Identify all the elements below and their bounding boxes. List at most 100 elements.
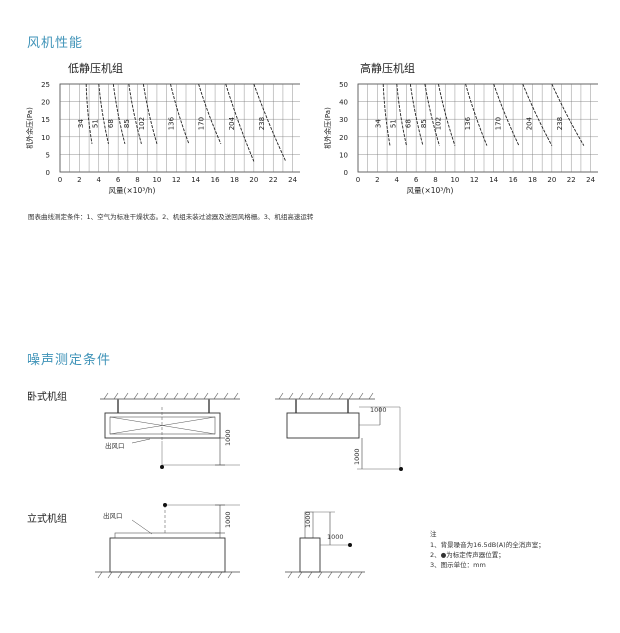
chart-test-conditions: 图表曲线测定条件：1、空气为标准干燥状态。2、机组未装过滤器及送回风格栅。3、机… <box>28 213 314 221</box>
series-curve <box>98 83 109 144</box>
vertical-dim-a: 1000 <box>224 511 232 528</box>
series-label: 34 <box>77 119 85 128</box>
note-item: 3、图示单位：mm <box>430 561 486 569</box>
vertical-unit-body <box>109 537 226 573</box>
series-label: 102 <box>138 117 146 130</box>
note-item: 1、背景噪音为16.5dB(A)的全消声室； <box>430 541 545 549</box>
x-tick-label: 6 <box>414 176 419 184</box>
series-label: 238 <box>258 117 266 130</box>
x-tick-label: 12 <box>470 176 479 184</box>
y-tick-label: 5 <box>46 151 50 159</box>
x-tick-label: 4 <box>97 176 102 184</box>
series-label: 170 <box>198 117 206 130</box>
series-label: 102 <box>435 117 443 130</box>
x-tick-label: 16 <box>211 176 220 184</box>
series-curve <box>465 83 488 146</box>
vertical-dim-b: 1000 <box>304 511 312 528</box>
y-axis-label: 机外余压(Pa) <box>323 107 332 149</box>
x-tick-label: 10 <box>152 176 161 184</box>
vertical-unit-diagram <box>95 503 365 579</box>
series-curve <box>438 83 456 146</box>
series-curve <box>522 83 553 146</box>
horizontal-unit-title: 卧式机组 <box>27 392 67 403</box>
series-curve <box>551 83 585 146</box>
series-curve <box>225 83 255 162</box>
x-axis-label: 风量(×10³/h) <box>407 186 454 195</box>
y-tick-label: 15 <box>41 116 50 124</box>
series-curve <box>396 83 407 146</box>
note-item: 2、●为标定传声器位置； <box>430 551 505 559</box>
horizontal-dim-b: 1000 <box>370 406 387 414</box>
hanger-rod <box>208 399 210 413</box>
series-label: 51 <box>92 119 100 128</box>
x-tick-label: 10 <box>450 176 459 184</box>
low-static-chart-title: 低静压机组 <box>68 62 123 75</box>
series-curve <box>142 83 158 144</box>
series-label: 238 <box>556 117 564 130</box>
series-label: 85 <box>123 119 131 128</box>
notes-head: 注 <box>430 530 437 538</box>
y-tick-label: 10 <box>339 151 348 159</box>
y-axis-label: 机外余压(Pa) <box>25 107 34 149</box>
series-label: 34 <box>375 119 383 128</box>
series-label: 68 <box>405 119 413 128</box>
horizontal-unit-diagram <box>100 392 403 471</box>
vertical-unit-top <box>114 532 221 539</box>
y-tick-label: 50 <box>339 81 348 89</box>
horizontal-unit-body <box>104 412 221 439</box>
series-label: 204 <box>525 116 533 130</box>
series-label: 136 <box>168 116 176 130</box>
x-tick-label: 22 <box>269 176 278 184</box>
vertical-unit-title: 立式机组 <box>27 514 67 525</box>
series-curve <box>409 83 424 146</box>
ceiling-hatch <box>103 392 239 400</box>
series-curve <box>493 83 520 146</box>
x-tick-label: 24 <box>288 176 297 184</box>
vertical-unit-side-body <box>299 537 321 573</box>
horizontal-outlet-label: 出风口 <box>105 442 125 450</box>
y-tick-label: 30 <box>339 116 348 124</box>
x-tick-label: 2 <box>375 176 379 184</box>
noise-test-title: 噪声测定条件 <box>27 353 112 368</box>
y-tick-label: 20 <box>339 134 348 142</box>
x-tick-label: 14 <box>191 176 200 184</box>
series-curve <box>382 83 391 146</box>
series-curve <box>112 83 126 144</box>
x-tick-label: 8 <box>433 176 437 184</box>
x-tick-label: 6 <box>116 176 121 184</box>
x-tick-label: 12 <box>172 176 181 184</box>
series-label: 170 <box>494 117 502 130</box>
series-curve <box>424 83 440 146</box>
x-tick-label: 18 <box>528 176 537 184</box>
series-label: 136 <box>464 116 472 130</box>
horizontal-unit-inner <box>109 416 216 435</box>
high-static-chart-title: 高静压机组 <box>360 62 415 75</box>
horizontal-dim-c: 1000 <box>353 448 361 465</box>
series-curve <box>85 83 93 144</box>
horizontal-unit-side-body <box>286 412 360 439</box>
x-tick-label: 20 <box>547 176 556 184</box>
x-axis-label: 风量(×10³/h) <box>109 186 156 195</box>
x-tick-label: 16 <box>509 176 518 184</box>
y-tick-label: 10 <box>41 134 50 142</box>
series-curve <box>170 83 190 144</box>
x-tick-label: 0 <box>356 176 360 184</box>
vertical-outlet-label: 出风口 <box>103 512 123 520</box>
x-tick-label: 20 <box>249 176 258 184</box>
series-label: 204 <box>228 116 236 130</box>
y-tick-label: 0 <box>46 169 50 177</box>
x-tick-label: 4 <box>395 176 400 184</box>
x-tick-label: 24 <box>586 176 595 184</box>
series-label: 51 <box>390 119 398 128</box>
floor-hatch <box>97 571 233 579</box>
series-curve <box>198 83 222 145</box>
x-tick-label: 18 <box>230 176 239 184</box>
fan-performance-title: 风机性能 <box>27 36 84 51</box>
series-label: 68 <box>107 119 115 128</box>
microphone-point <box>160 465 164 469</box>
y-tick-label: 0 <box>344 169 348 177</box>
series-curve <box>128 83 142 144</box>
vertical-dim-c: 1000 <box>327 533 344 541</box>
